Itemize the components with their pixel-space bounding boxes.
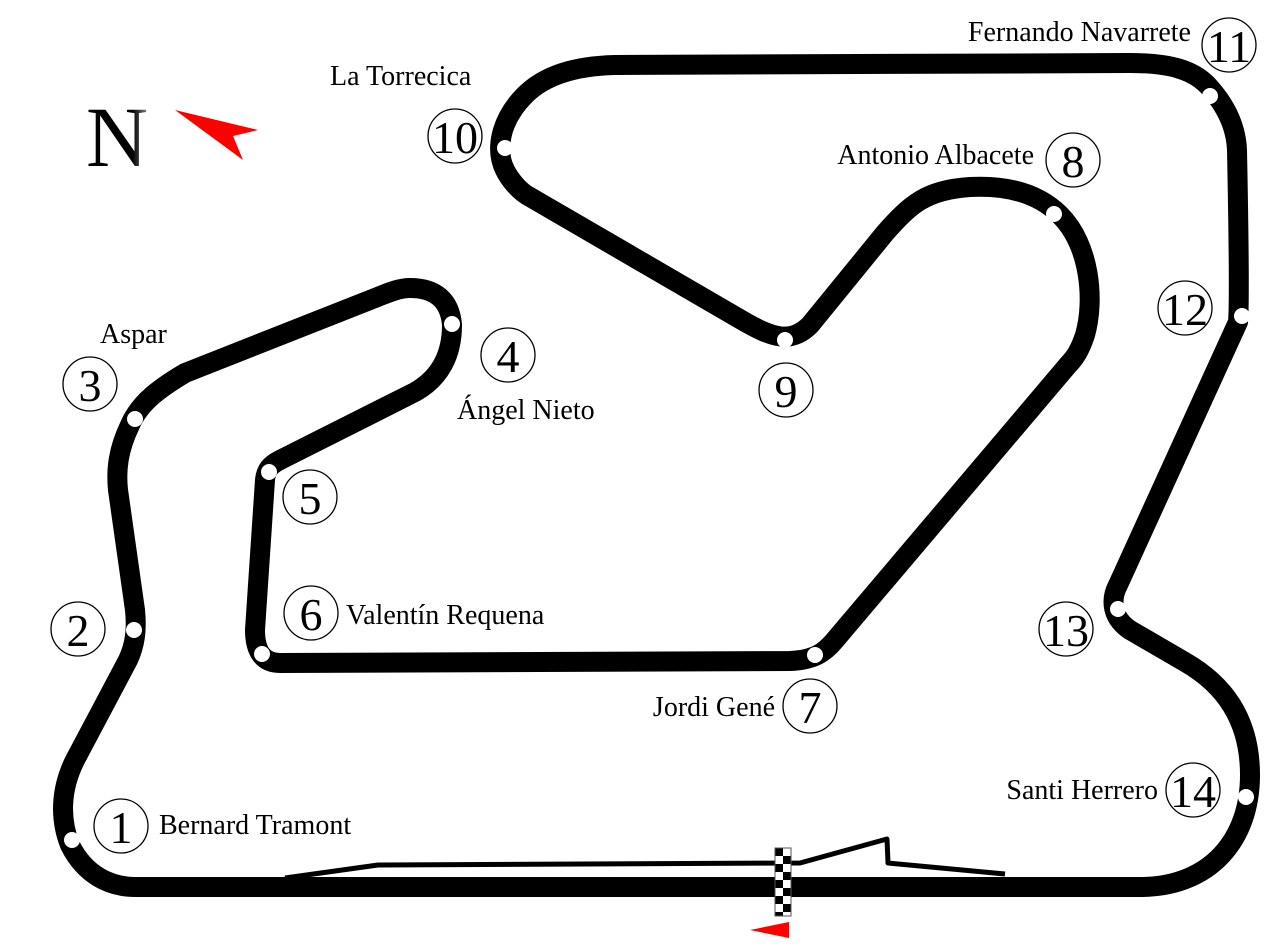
turn-12: 12 (1157, 280, 1213, 336)
turn-8: 8 Antonio Albacete (837, 132, 1101, 188)
start-direction-arrow-icon (750, 922, 789, 938)
turn-name: Jordi Gené (653, 692, 775, 723)
turn-13: 13 (1038, 601, 1094, 657)
turn-name: Ángel Nieto (457, 395, 595, 426)
turn-1: 1 Bernard Tramont (93, 798, 351, 854)
svg-text:7: 7 (799, 682, 822, 733)
svg-text:10: 10 (432, 112, 478, 163)
svg-text:9: 9 (775, 366, 798, 417)
turn-name: La Torrecica (330, 61, 472, 92)
turn-14: 14 Santi Herrero (1006, 762, 1221, 818)
north-label: N (86, 89, 148, 185)
turn-name: Valentín Requena (346, 600, 545, 631)
turn-name: Aspar (100, 319, 168, 350)
svg-text:2: 2 (67, 605, 90, 656)
turn-11: 11 Fernando Navarrete (968, 17, 1257, 73)
turn-3: 3 Aspar (62, 319, 168, 412)
svg-text:13: 13 (1043, 605, 1089, 656)
turn-name: Antonio Albacete (837, 140, 1034, 171)
turn-5: 5 (282, 469, 338, 525)
turn-7: 7 Jordi Gené (653, 678, 838, 734)
pit-lane (284, 836, 1006, 881)
svg-text:11: 11 (1207, 21, 1251, 72)
svg-text:8: 8 (1062, 136, 1085, 187)
svg-text:4: 4 (497, 331, 520, 382)
turn-6: 6 Valentín Requena (283, 585, 545, 641)
turn-name: Bernard Tramont (159, 810, 351, 841)
turn-name: Fernando Navarrete (968, 17, 1191, 48)
svg-text:3: 3 (79, 360, 102, 411)
north-arrow-icon (175, 110, 258, 160)
finish-line-flag (774, 847, 792, 917)
turn-10: 10 La Torrecica (330, 61, 483, 164)
svg-text:1: 1 (110, 802, 133, 853)
svg-text:6: 6 (300, 589, 323, 640)
turn-name: Santi Herrero (1006, 775, 1158, 806)
svg-text:5: 5 (299, 473, 322, 524)
svg-text:14: 14 (1170, 766, 1216, 817)
turn-dots (64, 88, 1254, 848)
track (53, 53, 1260, 897)
turn-2: 2 (50, 601, 106, 657)
turn-9: 9 (758, 362, 814, 418)
svg-text:12: 12 (1162, 284, 1208, 335)
turn-4: 4 Ángel Nieto (457, 327, 595, 426)
